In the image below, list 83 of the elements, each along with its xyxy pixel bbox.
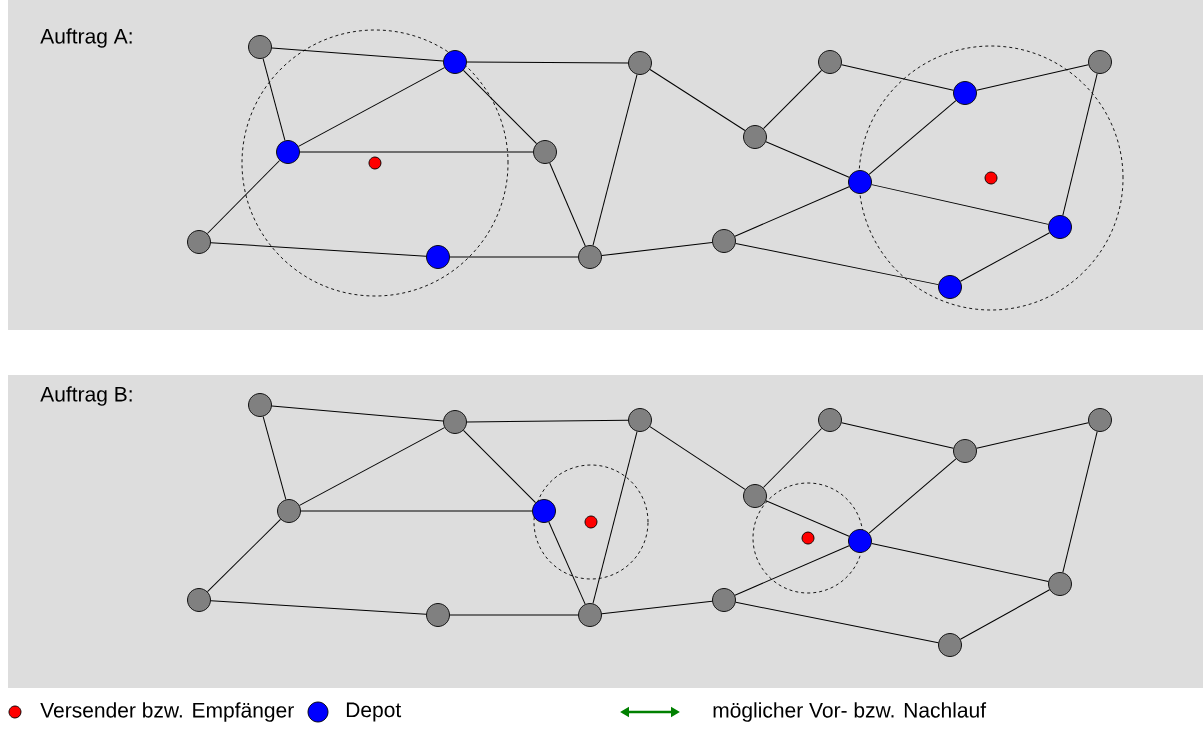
connection-line xyxy=(298,67,445,147)
network-node xyxy=(533,140,557,164)
connection-line xyxy=(206,160,281,234)
network-node xyxy=(532,499,556,523)
connection-line xyxy=(762,428,823,488)
network-node xyxy=(848,529,872,553)
connection-line xyxy=(462,429,537,504)
connection-line xyxy=(262,58,286,141)
connection-line xyxy=(1062,73,1098,216)
connection-line xyxy=(841,422,954,449)
connection-line xyxy=(592,74,638,246)
connection-line xyxy=(735,601,939,644)
connection-line xyxy=(871,184,1049,225)
network-node xyxy=(1088,50,1112,74)
network-node xyxy=(248,35,272,59)
legend-text: Depot xyxy=(346,702,402,722)
network-node xyxy=(712,588,736,612)
connection-line xyxy=(271,47,444,62)
connection-line xyxy=(959,589,1051,640)
network-node xyxy=(818,50,842,74)
panel: Auftrag A: xyxy=(8,0,1203,330)
connection-line xyxy=(960,232,1050,282)
network-node xyxy=(953,81,977,105)
connection-line xyxy=(262,416,287,500)
network-node xyxy=(578,603,602,627)
connection-line xyxy=(762,69,823,130)
connection-line xyxy=(976,64,1089,91)
connection-line xyxy=(601,241,713,257)
legend-text: Versender bzw. Empfänger xyxy=(40,702,294,722)
connection-line xyxy=(466,61,629,64)
network-node xyxy=(277,499,301,523)
network-node xyxy=(578,245,602,269)
network-node xyxy=(848,170,872,194)
connection-line xyxy=(601,600,713,615)
connection-line xyxy=(1062,431,1098,573)
connection-line xyxy=(207,518,281,593)
connection-line xyxy=(734,545,850,596)
connection-line xyxy=(841,64,954,91)
network-node xyxy=(1088,408,1112,432)
connection-line xyxy=(449,256,579,258)
network-node xyxy=(443,410,467,434)
network-node xyxy=(276,140,300,164)
network-node xyxy=(628,408,652,432)
network-node xyxy=(743,125,767,149)
connection-line xyxy=(299,427,445,506)
network-node xyxy=(443,50,467,74)
connection-line xyxy=(649,426,746,490)
network-node xyxy=(187,588,211,612)
network-node xyxy=(1048,572,1072,596)
connection-line xyxy=(868,100,957,175)
connection-line xyxy=(449,614,579,616)
network-node xyxy=(953,439,977,463)
network-node xyxy=(426,603,450,627)
panel: Auftrag B: xyxy=(8,375,1203,688)
connection-line xyxy=(549,162,586,247)
network-node xyxy=(628,51,652,75)
connection-line xyxy=(765,500,850,537)
connection-line xyxy=(976,422,1089,449)
legend-text: möglicher Vor- bzw. Nachlauf xyxy=(713,702,987,722)
connection-line xyxy=(765,141,850,178)
connection-line xyxy=(299,151,534,153)
connection-line xyxy=(735,242,939,286)
connection-line xyxy=(871,543,1049,582)
network-node xyxy=(743,484,767,508)
network-node xyxy=(1048,215,1072,239)
network-node xyxy=(248,393,272,417)
network-node xyxy=(818,408,842,432)
network-node xyxy=(938,275,962,299)
network-node xyxy=(712,229,736,253)
network-node xyxy=(938,633,962,657)
connection-line xyxy=(210,242,427,257)
connection-line xyxy=(300,510,533,512)
connection-line xyxy=(466,419,629,423)
network-node xyxy=(426,245,450,269)
connection-line xyxy=(271,405,444,422)
connection-line xyxy=(210,600,427,615)
connection-line xyxy=(548,521,586,605)
connection-line xyxy=(462,69,538,145)
network-node xyxy=(187,230,211,254)
connection-line xyxy=(592,431,638,604)
connection-line xyxy=(734,186,850,237)
connection-line xyxy=(649,68,746,132)
connection-line xyxy=(868,458,957,534)
